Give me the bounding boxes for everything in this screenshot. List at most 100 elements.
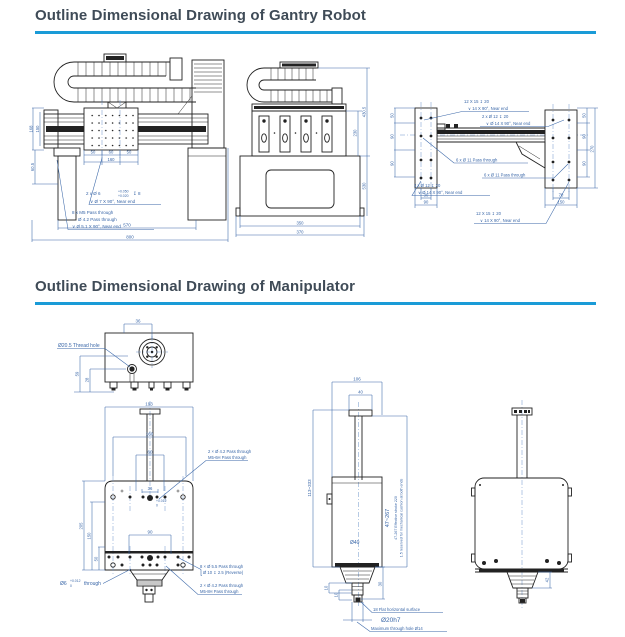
dim-36-top: 36 [135,319,141,324]
gantry-top-dimensions: 50 90 90 270 50 90 90 30 90 70 150 12 X … [390,99,598,224]
gantry-top-view: 50 90 90 270 50 90 90 30 90 70 150 12 X … [390,99,598,224]
note-bl-tol-top: +0.012 [70,579,81,583]
note-front-tr-2: M5-6H Pass through [208,455,247,460]
manipulator-back-geometry [471,400,572,610]
dim-dia20h7: Ø20h7 [381,617,401,624]
dim-60: 60 [109,150,114,155]
manipulator-back-dimensions: 42 [532,571,552,589]
dim-570: 570 [123,223,131,228]
note-stroke-1: 47-267 Effective stroke 220 [394,496,398,540]
dim-106: 106 [353,377,361,382]
dim-350: 350 [297,221,305,226]
gantry-side-view: 430.5 230 530 350 370 [235,61,370,237]
manipulator-top-view: 36 Ø20.5 Thread hole 59 28 [57,319,194,393]
dim-90: 90 [147,530,153,535]
mounting-feet [109,381,191,391]
note-m5-line3: ∨ Ø 5.1 X 90°, Near end [72,224,121,229]
note-tl-2: ∨ 14 X 90°, Near end [468,106,509,111]
note-mr: 6 x Ø 11 Pass through [484,173,526,178]
note-tr-1: 2 x Ø 12 ↧ 20 [482,114,509,119]
dim-150: 150 [35,125,40,133]
gantry-top-geometry [400,102,588,194]
manipulator-front-view: 193 160 60 36 +0.012 0 90 205 150 50 2 ×… [60,401,252,603]
note-hole-depth: ↧ 8 [133,191,141,196]
dim-50a: 50 [91,150,96,155]
note-ml: 6 x Ø 11 Pass through [456,158,498,163]
dim-800: 800 [126,235,134,240]
dim-370: 370 [297,230,305,235]
section-rule-gantry [35,31,596,34]
dim-47-267: 47~267 [385,509,391,528]
gantry-side-dimensions: 430.5 230 530 350 370 [235,67,370,237]
manipulator-front-dimensions: 193 160 60 36 +0.012 0 90 205 150 50 2 ×… [60,402,252,595]
note-br-1: 12 X 15 ↧ 20 [476,211,502,216]
tol-top: +0.012 [156,499,167,503]
dim-50-left: 50 [390,113,395,118]
note-br-2: ∨ 14 X 90°, Near end [480,218,521,223]
section-title-manipulator: Outline Dimensional Drawing of Manipulat… [35,278,356,295]
right-plate-holes [551,118,571,182]
note-br2-1: 2 × Ø 4.2 Pass through [200,583,244,588]
dim-28: 28 [85,377,90,382]
section-title-gantry: Outline Dimensional Drawing of Gantry Ro… [35,7,366,24]
dim-90-right2: 90 [582,161,587,166]
note-stroke-2: 1.5 reserved for mechanical cushion at b… [400,479,404,558]
gantry-front-geometry [43,53,227,221]
note-hole-line2: ∨ Ø 7 X 90°, Near end [90,199,136,204]
note-bl-dia: Ø6 [60,581,67,587]
manipulator-top-dimensions: 36 Ø20.5 Thread hole 59 28 [57,319,153,393]
dim-430-5: 430.5 [362,106,367,117]
dim-42: 42 [545,577,550,582]
dim-10a: 10 [324,585,329,590]
note-hole-tol-bot: +0.020 [118,194,129,198]
note-bl-1: 2 x Ø 12 ↧ 20 [414,183,441,188]
dim-168: 168 [29,125,34,133]
note-m5-line1: 8 x M5 Pass through [72,210,114,215]
note-flat: 18 Flat horizontal surface [373,607,421,612]
dim-50-front: 50 [94,556,99,561]
manipulator-side-view: 106 40 113~333 47~267 47-267 Effective s… [307,377,447,632]
dim-150: 150 [558,200,566,205]
dim-59: 59 [75,371,80,376]
dim-70: 70 [559,193,564,198]
note-bl-2: ∨ Ø 14 X 90°, Near end [418,190,463,195]
front-hole-rows [105,489,193,568]
dim-530: 530 [362,182,367,190]
dim-90-plate: 90 [424,200,429,205]
dim-193: 193 [145,402,153,407]
dim-113-333: 113~333 [307,479,312,497]
note-bl-text: through [84,581,101,587]
manipulator-back-view: 42 [471,400,572,610]
dim-60: 60 [147,450,153,455]
note-bl-tol-bot: 0 [70,584,72,588]
manipulator-side-geometry [326,402,383,606]
dim-10b: 10 [334,592,339,597]
dim-36-front: 36 [148,486,153,491]
note-front-tr-1: 2 × Ø 4.2 Pass through [208,449,252,454]
manipulator-side-dimensions: 106 40 113~333 47~267 47-267 Effective s… [307,377,447,632]
gantry-front-dimensions: 168 150 60.5 50 60 50 160 570 800 2 x Ø … [29,107,229,242]
gantry-front-view: 168 150 60.5 50 60 50 160 570 800 2 x Ø … [29,53,229,242]
dim-30-side: 30 [378,581,383,586]
note-tr-2: ∨ Ø 14 X 90°, Near end [486,121,531,126]
note-hole-prefix: 2 x Ø 6 [86,191,101,196]
dim-50b: 50 [127,150,132,155]
note-hole-tol-top: +0.050 [118,190,129,194]
note-max-hole: Maximum through hole Ø14 [371,626,423,631]
tol-bot: 0 [156,504,158,508]
slot-units [258,115,333,153]
dim-160: 160 [108,157,116,162]
gantry-side-geometry [235,61,365,217]
section-rule-manipulator [35,302,596,305]
dim-40: 40 [358,390,363,395]
dim-30: 30 [424,193,429,198]
dim-230: 230 [353,129,358,137]
dim-50-right: 50 [582,113,587,118]
dim-90-left1: 90 [390,134,395,139]
note-thread-hole: Ø20.5 Thread hole [58,343,100,349]
dim-205: 205 [79,522,84,530]
note-tl-1: 12 X 15 ↧ 20 [464,99,490,104]
dim-160: 160 [146,432,154,437]
note-br1-1: 8 × Ø 5.5 Pass through [200,564,244,569]
